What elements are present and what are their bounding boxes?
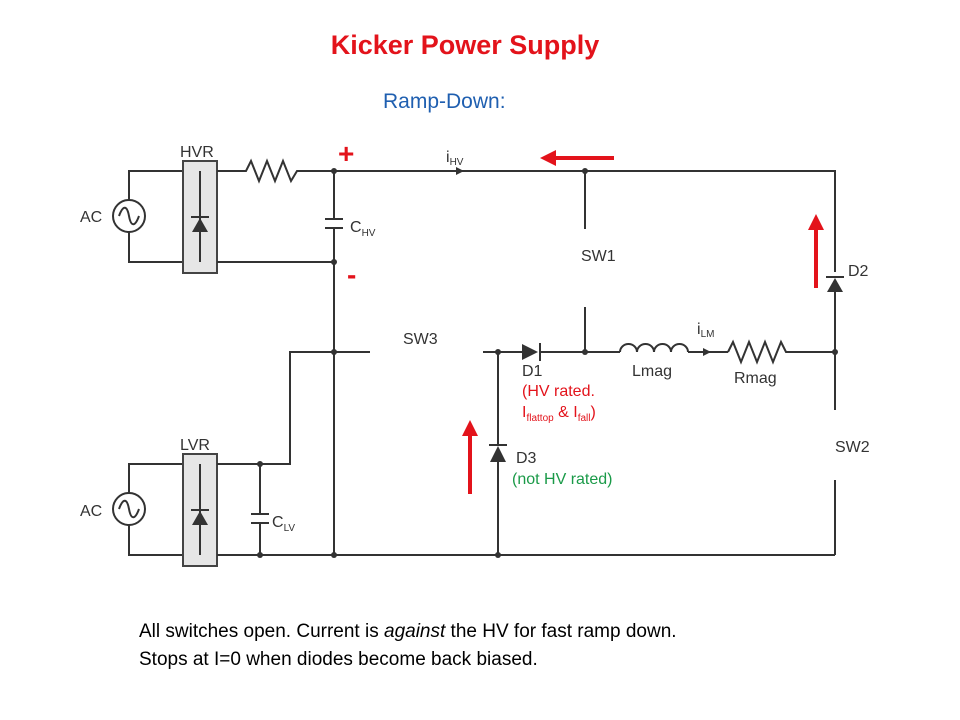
bus-bottom-node [331, 552, 337, 558]
i-hv-label: iHV [446, 149, 464, 168]
lmag-inductor [619, 343, 689, 353]
caption: All switches open. Current is against th… [139, 618, 677, 674]
lv-rectifier-diode-icon [191, 464, 209, 555]
d2-label: D2 [848, 263, 869, 280]
d3-diode-icon [489, 444, 507, 462]
sw2-label: SW2 [835, 439, 870, 456]
hv-ac-source [112, 199, 146, 233]
c-hv-label: CHV [350, 219, 376, 239]
hv-ac-label: AC [80, 209, 102, 226]
lv-ac-label: AC [80, 503, 102, 520]
d1-note-line2: Iflattop & Ifall) [522, 404, 596, 424]
top-hv-rail [334, 170, 836, 272]
c-lv-label: CLV [272, 514, 295, 534]
d3-label: D3 [516, 450, 537, 467]
i-lm-label: iLM [697, 321, 714, 340]
d1-label: D1 [522, 363, 543, 380]
rmag-resistor [727, 339, 835, 365]
sw1-load-node [582, 349, 588, 355]
minus-sign: - [347, 259, 356, 290]
hv-resistor [217, 158, 334, 184]
sw3-label: SW3 [403, 331, 438, 348]
lv-ac-source [112, 492, 146, 526]
i-lm-direction-icon [703, 348, 711, 356]
hv-ac-wires [128, 170, 183, 263]
hv-node-bottom [331, 259, 337, 265]
lv-ac-wires [128, 463, 183, 556]
caption-line-2: Stops at I=0 when diodes become back bia… [139, 649, 538, 670]
sw3-bus-node [331, 349, 337, 355]
sw1-label: SW1 [581, 248, 616, 265]
rmag-label: Rmag [734, 370, 777, 387]
page-subtitle: Ramp-Down: [383, 90, 506, 113]
hv-rectifier-diode-icon [191, 171, 209, 262]
plus-sign: + [338, 138, 354, 169]
d1-diode-icon [522, 343, 541, 361]
page-title: Kicker Power Supply [330, 30, 600, 60]
caption-line-1: All switches open. Current is against th… [139, 621, 677, 642]
d2-diode-icon [826, 276, 844, 292]
d1-note-line1: (HV rated. [522, 383, 595, 400]
sw3-left-leg [289, 351, 370, 442]
lmag-label: Lmag [632, 363, 672, 380]
lvr-label: LVR [180, 437, 210, 454]
d3-note: (not HV rated) [512, 471, 612, 488]
hvr-label: HVR [180, 144, 214, 161]
lv-positive-wire [217, 442, 291, 465]
i-hv-direction-icon [456, 167, 464, 175]
